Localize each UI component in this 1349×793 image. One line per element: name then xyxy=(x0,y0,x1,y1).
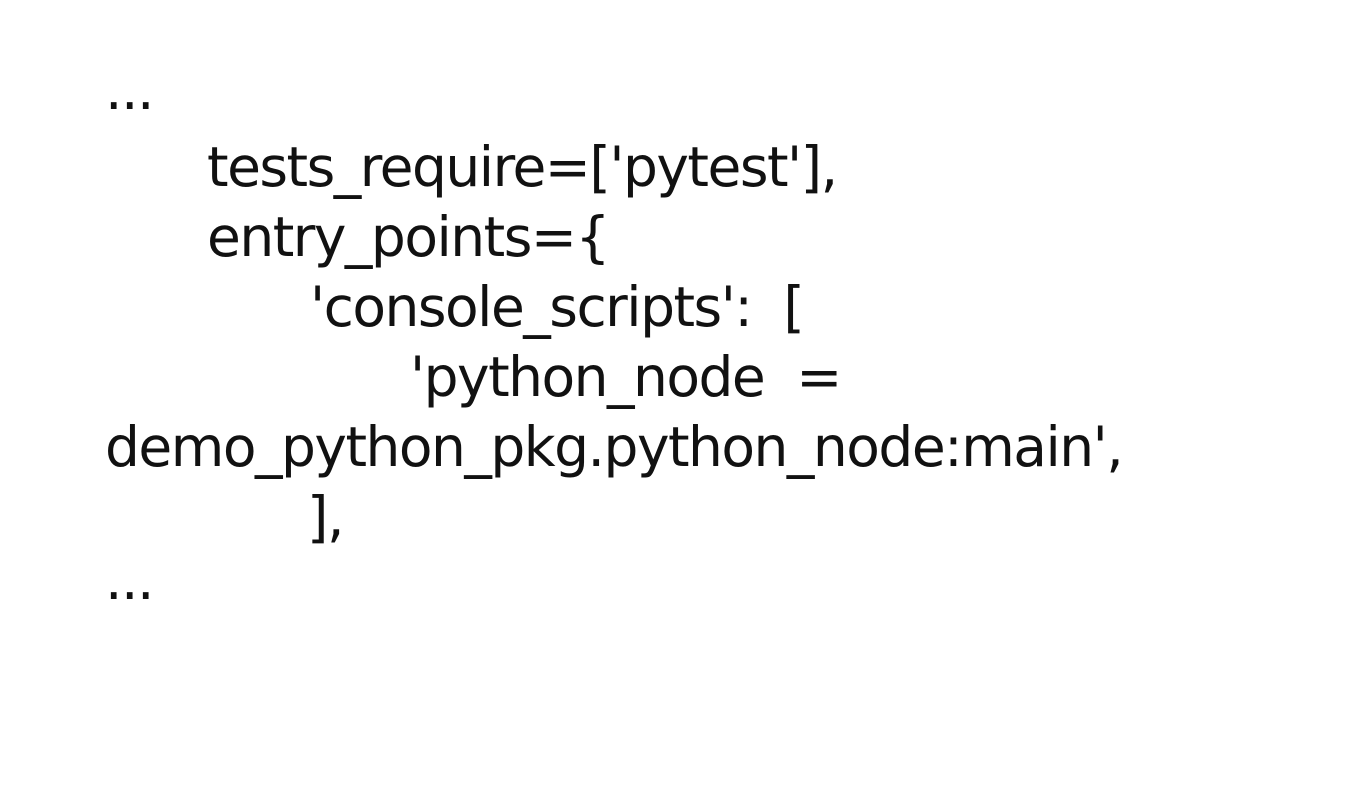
ellipsis-top: ... xyxy=(105,58,154,122)
code-line-console-scripts: 'console_scripts': [ xyxy=(310,275,805,339)
code-line-entry-points: entry_points={ xyxy=(207,205,610,269)
ellipsis-bottom: ... xyxy=(105,548,154,612)
code-line-python-node: 'python_node = xyxy=(410,345,842,409)
code-line-closing-bracket: ], xyxy=(307,485,344,549)
code-line-tests-require: tests_require=['pytest'], xyxy=(207,135,838,199)
code-line-demo-main: demo_python_pkg.python_node:main', xyxy=(105,415,1124,479)
